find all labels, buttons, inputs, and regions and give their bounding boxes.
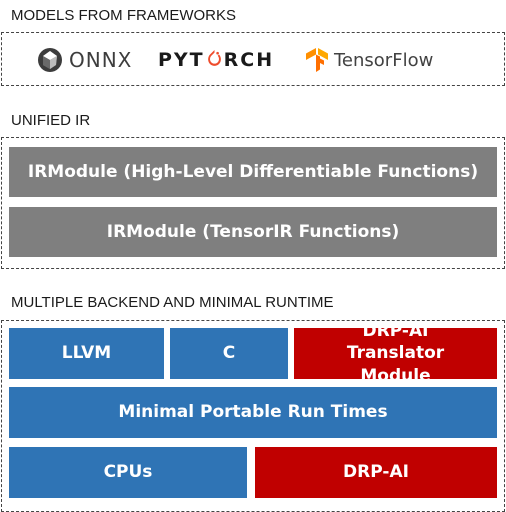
backend-section-title: MULTIPLE BACKEND AND MINIMAL RUNTIME (11, 294, 334, 311)
minimal-runtime-block: Minimal Portable Run Times (9, 387, 497, 438)
cpus-block: CPUs (9, 447, 247, 498)
pytorch-logo: PYT RCH (158, 44, 274, 76)
drp-ai-translator-block: DRP-AI Translator Module (294, 321, 497, 386)
onnx-logo-icon (38, 48, 62, 72)
pytorch-flame-icon (207, 50, 221, 66)
tensorflow-label: TensorFlow (334, 49, 434, 71)
irmodule-tensorir-block: IRModule (TensorIR Functions) (9, 207, 497, 257)
tensorflow-logo-icon (306, 48, 328, 72)
c-block: C (170, 328, 288, 379)
onnx-logo: ONNX (37, 44, 132, 76)
models-section-title: MODELS FROM FRAMEWORKS (11, 7, 237, 24)
ir-section-title: UNIFIED IR (11, 112, 91, 129)
pytorch-label-left: PYT (158, 49, 205, 71)
frameworks-box (1, 32, 505, 86)
tensorflow-logo: TensorFlow (305, 44, 433, 76)
irmodule-high-level-block: IRModule (High-Level Differentiable Func… (9, 147, 497, 197)
onnx-label: ONNX (69, 48, 133, 72)
llvm-block: LLVM (9, 328, 164, 379)
drp-ai-block: DRP-AI (255, 447, 497, 498)
pytorch-label-right: RCH (223, 49, 275, 71)
